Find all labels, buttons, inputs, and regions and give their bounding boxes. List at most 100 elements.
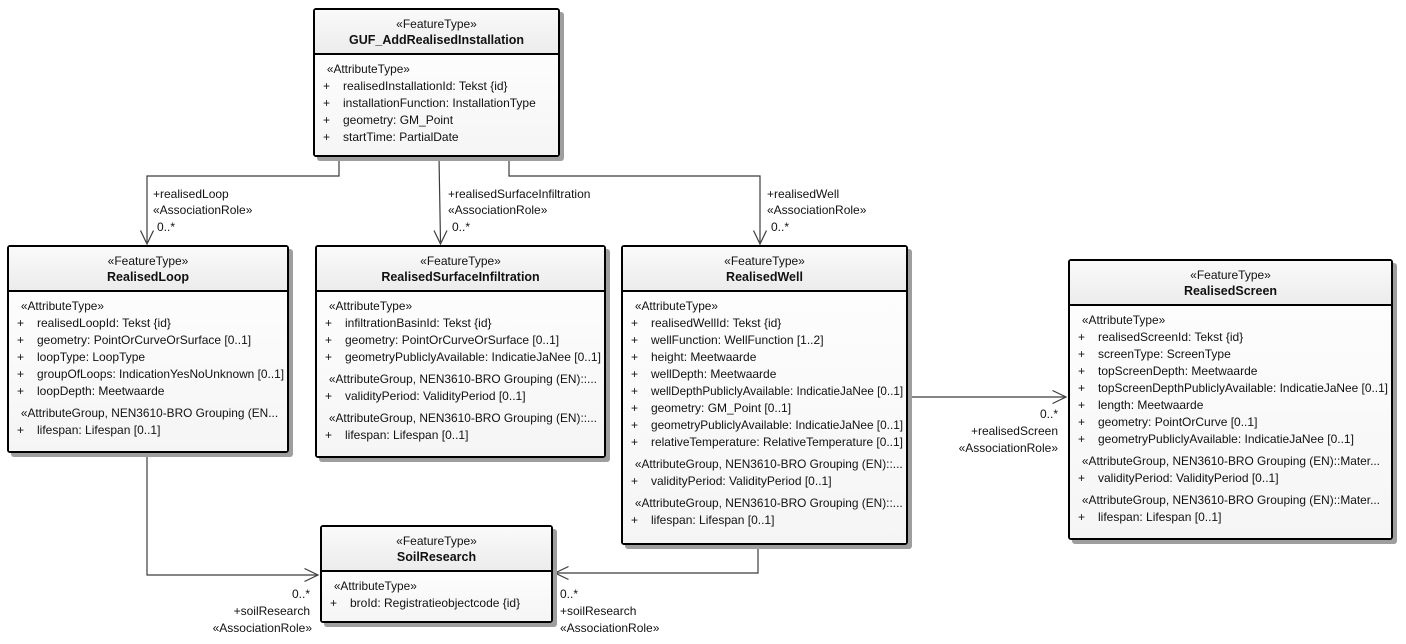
visibility-symbol: + [325, 428, 333, 442]
attribute-text: length: Meetwaarde [1098, 398, 1204, 412]
class-stereotype: «FeatureType» [724, 254, 805, 268]
attribute-row: + screenType: ScreenType [1070, 346, 1391, 363]
attribute-text: realisedLoopId: Tekst {id} [37, 316, 171, 330]
visibility-symbol: + [323, 96, 331, 110]
class-attributes: «AttributeType» + realisedInstallationId: … [315, 55, 558, 155]
attribute-row: +geometryPubliclyAvailable: IndicatieJaN… [317, 349, 604, 366]
attribute-row: +height: Meetwaarde [623, 349, 906, 366]
visibility-symbol: + [1078, 381, 1086, 395]
assoc-stereotype-label: «AssociationRole» [448, 203, 548, 217]
attribute-text: geometry: GM_Point [0..1] [651, 401, 792, 415]
attribute-text: broId: Registratieobjectcode {id} [350, 596, 521, 610]
class-realisedloop: «FeatureType» RealisedLoop «AttributeTyp… [7, 245, 289, 453]
attribute-row: +loopDepth: Meetwaarde [9, 383, 287, 400]
assoc-stereotype-label: «AssociationRole» [212, 621, 312, 635]
open-arrowhead-left-icon [553, 565, 569, 581]
visibility-symbol: + [325, 350, 333, 364]
attribute-section-header: «AttributeType» [326, 62, 410, 76]
attribute-text: wellDepth: Meetwaarde [651, 367, 777, 381]
attribute-row: +geometry: GM_Point [0..1] [623, 400, 906, 417]
class-stereotype: «FeatureType» [396, 17, 477, 31]
class-realisedwell: «FeatureType» RealisedWell «AttributeTyp… [621, 245, 908, 545]
assoc-role-label: +realisedLoop [153, 187, 229, 201]
attribute-text: realisedScreenId: Tekst {id} [1098, 330, 1244, 344]
attribute-text: geometryPubliclyAvailable: IndicatieJaNe… [651, 418, 904, 432]
visibility-symbol: + [631, 418, 639, 432]
class-header: «FeatureType» RealisedScreen [1070, 261, 1391, 306]
assoc-multiplicity-label: 0..* [771, 220, 790, 234]
association-realised-surface-infiltration [433, 156, 448, 246]
attribute-row: +length: Meetwaarde [1070, 397, 1391, 414]
open-arrowhead-down-icon [433, 230, 448, 246]
class-stereotype: «FeatureType» [396, 534, 477, 548]
attribute-section-header: «AttributeGroup, NEN3610-BRO Grouping (E… [20, 406, 279, 420]
attribute-row: +validityPeriod: ValidityPeriod [0..1] [623, 473, 906, 490]
class-soilresearch: «FeatureType» SoilResearch «AttributeTyp… [320, 525, 553, 623]
visibility-symbol: + [631, 316, 639, 330]
attribute-row: +validityPeriod: ValidityPeriod [0..1] [1070, 470, 1391, 487]
assoc-multiplicity-label: 0..* [452, 220, 471, 234]
class-header: «FeatureType» SoilResearch [322, 527, 551, 572]
attribute-text: topScreenDepthPubliclyAvailable: Indicat… [1098, 381, 1388, 395]
visibility-symbol: + [631, 333, 639, 347]
attribute-row: +lifespan: Lifespan [0..1] [9, 422, 287, 439]
attribute-section-header: «AttributeType» [333, 579, 417, 593]
attribute-row: + wellDepth: Meetwaarde [623, 366, 906, 383]
attribute-text: lifespan: Lifespan [0..1] [345, 428, 469, 442]
class-header: «FeatureType» RealisedWell [623, 247, 906, 292]
attribute-row: +realisedLoopId: Tekst {id} [9, 315, 287, 332]
attribute-section-header: «AttributeType» [1081, 313, 1166, 327]
visibility-symbol: + [1078, 471, 1086, 485]
visibility-symbol: + [323, 130, 331, 144]
class-name: RealisedSurfaceInfiltration [381, 270, 540, 284]
attribute-row: +lifespan: Lifespan [0..1] [1070, 509, 1391, 526]
attribute-section-header: «AttributeGroup, NEN3610-BRO Grouping (E… [1081, 493, 1380, 507]
class-attributes: «AttributeType»+realisedScreenId: Tekst … [1070, 306, 1391, 538]
attribute-row: +startTime: PartialDate [315, 129, 558, 146]
attribute-section-header: «AttributeGroup, NEN3610-BRO Grouping (E… [634, 496, 903, 510]
attribute-section-header: «AttributeGroup, NEN3610-BRO Grouping (E… [328, 372, 597, 386]
class-realisedscreen: «FeatureType» RealisedScreen «AttributeT… [1068, 259, 1393, 540]
attribute-row: + geometry: PointOrCurveOrSurface [0..1] [9, 332, 287, 349]
open-arrowhead-down-icon [139, 230, 155, 246]
open-arrowhead-right-icon [1052, 389, 1068, 405]
attribute-section-header: «AttributeType» [634, 299, 719, 313]
assoc-role-label: +realisedScreen [970, 424, 1058, 438]
visibility-symbol: + [17, 333, 25, 347]
class-name: RealisedWell [726, 270, 803, 284]
attribute-text: screenType: ScreenType [1098, 347, 1231, 361]
attribute-row: +groupOfLoops: IndicationYesNoUnknown [0… [9, 366, 287, 383]
attribute-text: groupOfLoops: IndicationYesNoUnknown [0.… [37, 367, 285, 381]
class-header: «FeatureType» RealisedSurfaceInfiltratio… [317, 247, 604, 292]
attribute-text: height: Meetwaarde [651, 350, 757, 364]
assoc-multiplicity-label: 0..* [291, 587, 310, 601]
visibility-symbol: + [1078, 432, 1086, 446]
attribute-row: + topScreenDepth: Meetwaarde [1070, 363, 1391, 380]
attribute-row: +wellDepthPubliclyAvailable: IndicatieJa… [623, 383, 906, 400]
class-header: «FeatureType» RealisedLoop [9, 247, 287, 292]
visibility-symbol: + [323, 79, 331, 93]
class-attributes: «AttributeType»+broId: Registratieobject… [322, 572, 551, 621]
attribute-text: realisedInstallationId: Tekst {id} [343, 79, 508, 93]
visibility-symbol: + [631, 513, 639, 527]
visibility-symbol: + [631, 367, 639, 381]
class-realisedsurfaceinfiltration: «FeatureType» RealisedSurfaceInfiltratio… [315, 245, 606, 458]
attribute-section-header: «AttributeGroup, NEN3610-BRO Grouping (E… [634, 457, 903, 471]
assoc-multiplicity-label: 0..* [1039, 407, 1058, 421]
attribute-text: topScreenDepth: Meetwaarde [1098, 364, 1258, 378]
attribute-text: geometry: PointOrCurveOrSurface [0..1] [37, 333, 252, 347]
visibility-symbol: + [1078, 364, 1086, 378]
assoc-role-label: +realisedSurfaceInfiltration [448, 187, 591, 201]
class-header: «FeatureType» GUF_AddRealisedInstallatio… [315, 10, 558, 55]
class-stereotype: «FeatureType» [420, 254, 501, 268]
association-realised-screen [908, 389, 1068, 405]
class-name: SoilResearch [396, 550, 477, 564]
attribute-row: +realisedScreenId: Tekst {id} [1070, 329, 1391, 346]
class-stereotype: «FeatureType» [107, 254, 189, 268]
assoc-role-label: +soilResearch [233, 604, 310, 618]
assoc-multiplicity-label: 0..* [157, 220, 176, 234]
attribute-row: +relativeTemperature: RelativeTemperatur… [623, 434, 906, 451]
assoc-role-label: +realisedWell [767, 187, 840, 201]
visibility-symbol: + [1078, 347, 1086, 361]
